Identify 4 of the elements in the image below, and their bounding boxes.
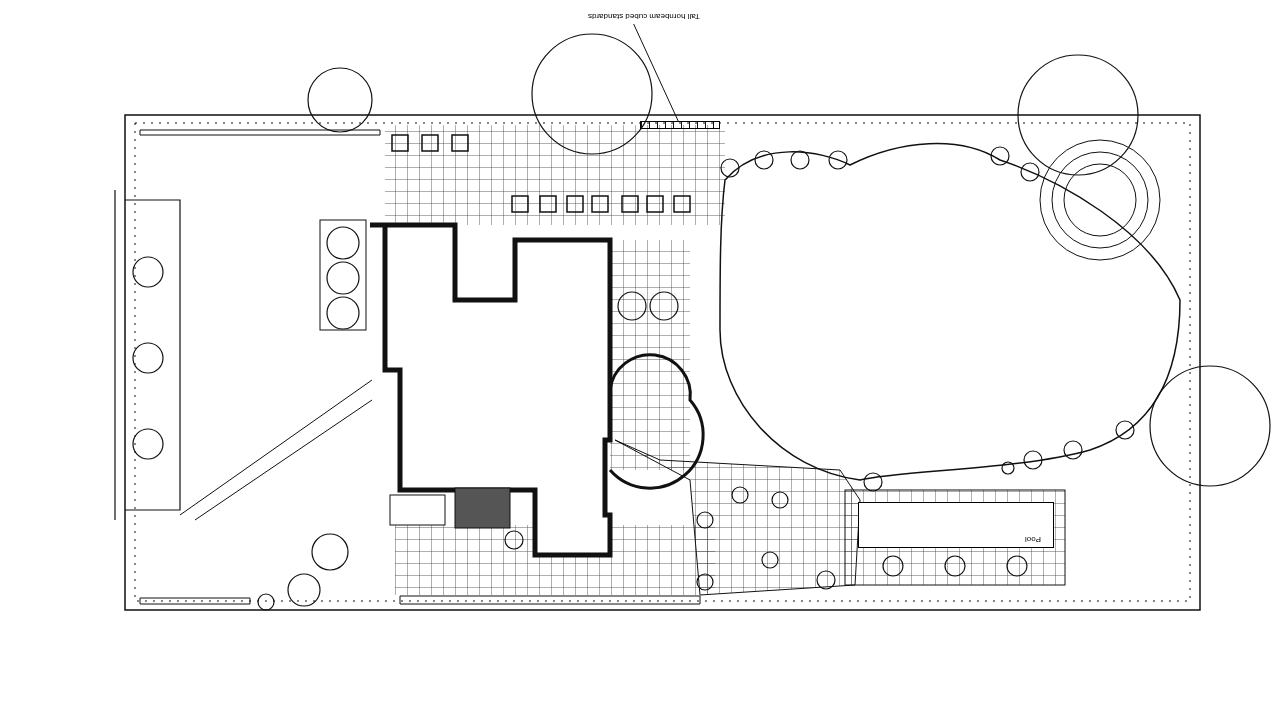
note-text: Tall hornbeam cubed standards <box>588 12 700 20</box>
pool <box>858 502 1054 548</box>
pool-label: Pool <box>1025 535 1041 543</box>
hedge-strip <box>640 121 720 129</box>
